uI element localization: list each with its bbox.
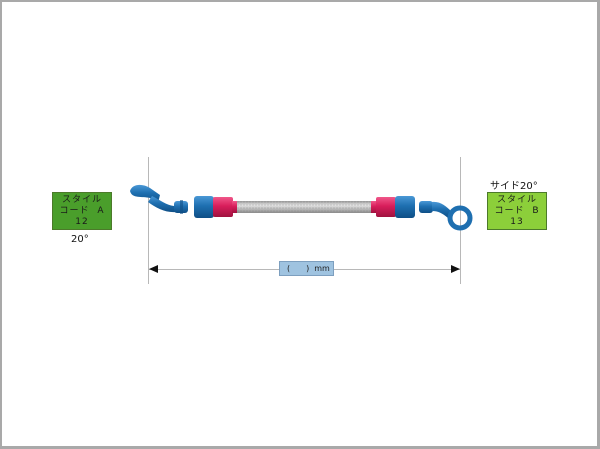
braided-hose-icon [237,201,372,213]
dimension-arrow-right-icon [451,265,460,273]
right-hose-end-icon [371,196,415,218]
left-hose-end-icon [194,196,238,218]
code-number-a: 12 [75,217,89,227]
left-extension-line [148,157,149,284]
code-letter-a: A [97,206,105,216]
right-side-angle-label: サイド20° [490,181,538,192]
code-letter-b: B [532,206,540,216]
right-extension-line [460,157,461,284]
code-label-b: コード [494,206,525,216]
code-label-a-line: コード A [53,206,111,217]
code-label-b-line: コード B [488,206,546,217]
left-angle-label: 20° [71,234,89,245]
right-fitting-b-icon [419,201,473,231]
style-label-a: スタイル [61,195,102,205]
left-fitting-a-icon [130,184,188,214]
open-paren: ( [287,264,291,273]
style-label-b: スタイル [496,195,537,205]
length-unit: mm [314,264,330,273]
code-number-b: 13 [510,217,524,227]
style-code-b-box[interactable]: スタイル コード B 13 [487,192,547,230]
code-label-a: コード [59,206,90,216]
dimension-arrow-left-icon [149,265,158,273]
close-paren: ) [306,264,310,273]
length-input-box[interactable]: ( ) mm [279,261,334,276]
style-code-a-box[interactable]: スタイル コード A 12 [52,192,112,230]
